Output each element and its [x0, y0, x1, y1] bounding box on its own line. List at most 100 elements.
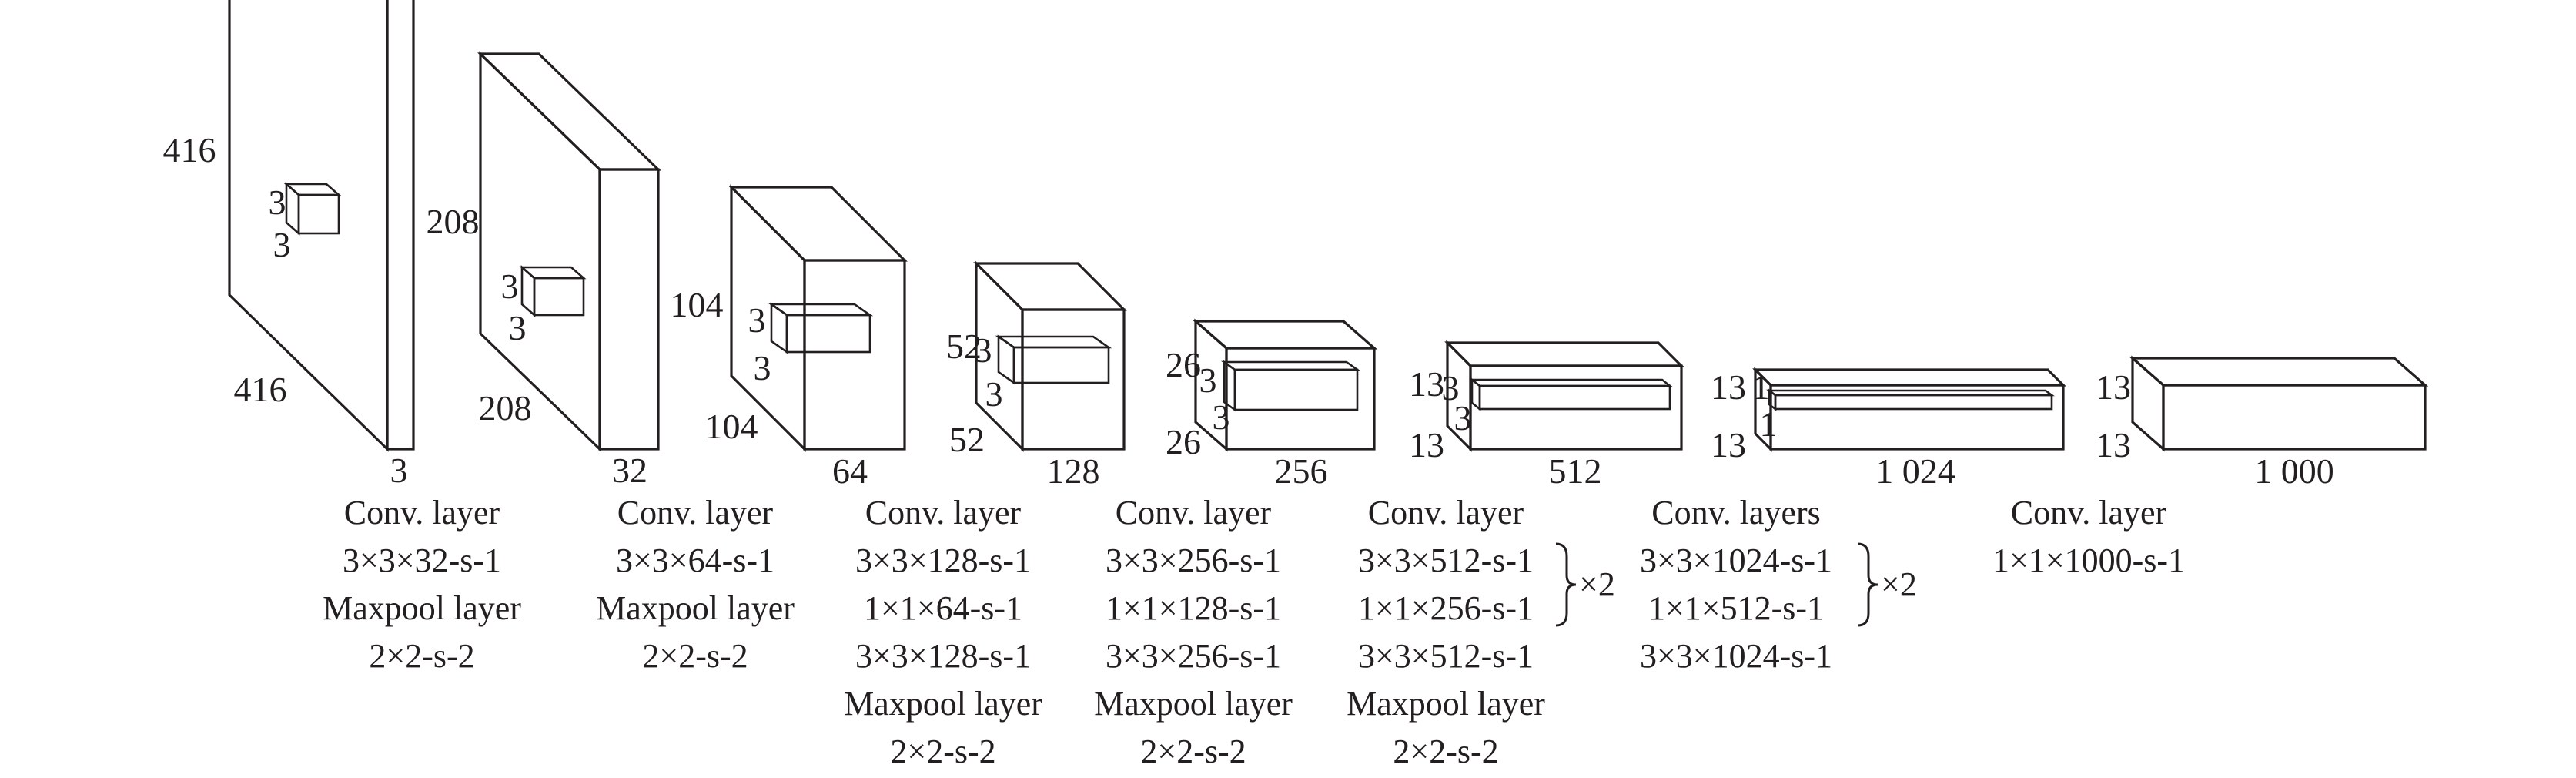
- caption-line: Maxpool layer: [323, 589, 521, 627]
- caption-line: Conv. layer: [617, 494, 774, 532]
- caption-line: 3×3×64-s-1: [616, 542, 774, 579]
- layer-block-3: 104 104 64 3 3: [671, 184, 908, 491]
- layer-caption-4: Conv. layer 3×3×256-s-1 1×1×128-s-1 3×3×256…: [1094, 494, 1293, 770]
- feature-map-cuboid: [1444, 340, 1684, 452]
- kernel-height-label: 3: [269, 183, 286, 222]
- caption-line: 2×2-s-2: [369, 637, 474, 675]
- feature-width-label: 13: [2096, 425, 2131, 464]
- kernel-width-label: 3: [509, 308, 527, 347]
- feature-height-label: 52: [946, 327, 982, 366]
- channel-count-label: 512: [1549, 451, 1602, 491]
- caption-line: Conv. layer: [2011, 494, 2167, 532]
- layer-caption-3: Conv. layer 3×3×128-s-1 1×1×64-s-1 3×3×128-…: [844, 494, 1042, 770]
- feature-height-label: 13: [1409, 364, 1444, 404]
- caption-line: 3×3×1024-s-1: [1640, 542, 1832, 579]
- caption-line: 1×1×64-s-1: [864, 589, 1022, 627]
- caption-line: 3×3×256-s-1: [1106, 637, 1281, 675]
- feature-width-label: 26: [1166, 422, 1201, 461]
- layer-caption-6: Conv. layers 3×3×1024-s-1 1×1×512-s-1 3×3×1…: [1640, 494, 1917, 675]
- caption-line: Maxpool layer: [596, 589, 795, 627]
- kernel-cube: [768, 302, 874, 354]
- repeat-brace: [1857, 542, 1878, 627]
- caption-line: 3×3×512-s-1: [1358, 637, 1534, 675]
- feature-width-label: 416: [234, 370, 287, 409]
- feature-map-cuboid: [228, 0, 415, 452]
- feature-height-label: 13: [1711, 367, 1746, 407]
- repeat-brace: [1555, 542, 1577, 627]
- layer-block-5: 26 26 256 33: [1166, 318, 1378, 491]
- repeat-count-label: ×2: [1881, 565, 1917, 603]
- channel-count-label: 128: [1047, 451, 1100, 491]
- caption-line: 2×2-s-2: [890, 733, 995, 770]
- layer-block-6: 13 13 512 33: [1409, 340, 1684, 491]
- caption-line: Conv. layer: [865, 494, 1022, 532]
- feature-map-cuboid: [477, 51, 661, 452]
- feature-map-cuboid: [2129, 355, 2429, 452]
- feature-map-cuboid: [1192, 318, 1378, 452]
- kernel-cube: [1766, 388, 2055, 411]
- channel-count-label: 3: [390, 451, 408, 490]
- kernel-height-label: 3: [975, 330, 992, 370]
- caption-line: 3×3×32-s-1: [343, 542, 501, 579]
- feature-width-label: 13: [1711, 425, 1746, 464]
- kernel-cube: [1220, 360, 1361, 412]
- channel-count-label: 64: [832, 451, 868, 491]
- caption-line: Maxpool layer: [844, 685, 1042, 723]
- feature-width-label: 208: [479, 388, 532, 428]
- caption-line: 3×3×256-s-1: [1106, 542, 1281, 579]
- kernel-cube: [519, 265, 587, 317]
- caption-line: Maxpool layer: [1094, 685, 1293, 723]
- channel-count-label: 256: [1275, 451, 1328, 491]
- caption-line: 2×2-s-2: [642, 637, 748, 675]
- caption-line: 2×2-s-2: [1393, 733, 1498, 770]
- kernel-height-label: 3: [1199, 360, 1217, 400]
- feature-width-label: 13: [1409, 425, 1444, 464]
- caption-line: 3×3×512-s-1: [1358, 542, 1534, 579]
- kernel-height-label: 3: [501, 267, 519, 306]
- feature-height-label: 208: [427, 202, 480, 241]
- repeat-count-label: ×2: [1579, 565, 1615, 603]
- feature-map-cuboid: [973, 260, 1127, 452]
- layer-caption-7: Conv. layer 1×1×1000-s-1: [1992, 494, 2185, 579]
- channel-count-label: 1 000: [2254, 451, 2334, 491]
- kernel-width-label: 3: [1213, 397, 1230, 437]
- feature-width-label: 52: [949, 420, 985, 459]
- kernel-height-label: 1: [1752, 367, 1770, 407]
- kernel-height-label: 3: [1442, 368, 1460, 407]
- layer-block-8: 13 13 1 000: [2096, 355, 2429, 491]
- kernel-width-label: 3: [1454, 398, 1472, 438]
- feature-height-label: 26: [1166, 345, 1201, 384]
- caption-line: Conv. layer: [1116, 494, 1272, 532]
- layer-caption-5: Conv. layer3×3×512-s-11×1×256-s-13×3×512…: [1347, 494, 1615, 770]
- caption-line: 1×1×128-s-1: [1106, 589, 1281, 627]
- kernel-width-label: 3: [754, 348, 771, 387]
- caption-line: Conv. layer: [344, 494, 500, 532]
- caption-line: 2×2-s-2: [1140, 733, 1246, 770]
- caption-line: 3×3×128-s-1: [855, 542, 1031, 579]
- caption-line: 1×1×512-s-1: [1648, 589, 1824, 627]
- layer-block-4: 52 52 128 33: [946, 260, 1127, 491]
- feature-width-label: 104: [705, 407, 758, 446]
- channel-count-label: 1 024: [1875, 451, 1955, 491]
- channel-count-label: 32: [612, 451, 647, 490]
- caption-line: 3×3×1024-s-1: [1640, 637, 1832, 675]
- feature-map-cuboid: [1752, 367, 2066, 452]
- caption-line: 3×3×128-s-1: [855, 637, 1031, 675]
- feature-height-label: 13: [2096, 367, 2131, 407]
- feature-map-cuboid: [728, 184, 908, 452]
- feature-height-label: 416: [163, 130, 216, 169]
- feature-height-label: 104: [671, 285, 724, 324]
- kernel-cube: [995, 334, 1112, 385]
- kernel-cube: [1469, 377, 1673, 411]
- caption-line: Conv. layer: [1368, 494, 1524, 532]
- caption-line: Conv. layers: [1651, 494, 1821, 532]
- caption-line: Maxpool layer: [1347, 685, 1545, 723]
- layer-block-7: 13 13 1 024 11: [1711, 367, 2066, 491]
- kernel-width-label: 3: [985, 374, 1003, 414]
- caption-line: 1×1×1000-s-1: [1992, 542, 2185, 579]
- kernel-width-label: 1: [1760, 404, 1778, 444]
- kernel-height-label: 3: [748, 300, 766, 340]
